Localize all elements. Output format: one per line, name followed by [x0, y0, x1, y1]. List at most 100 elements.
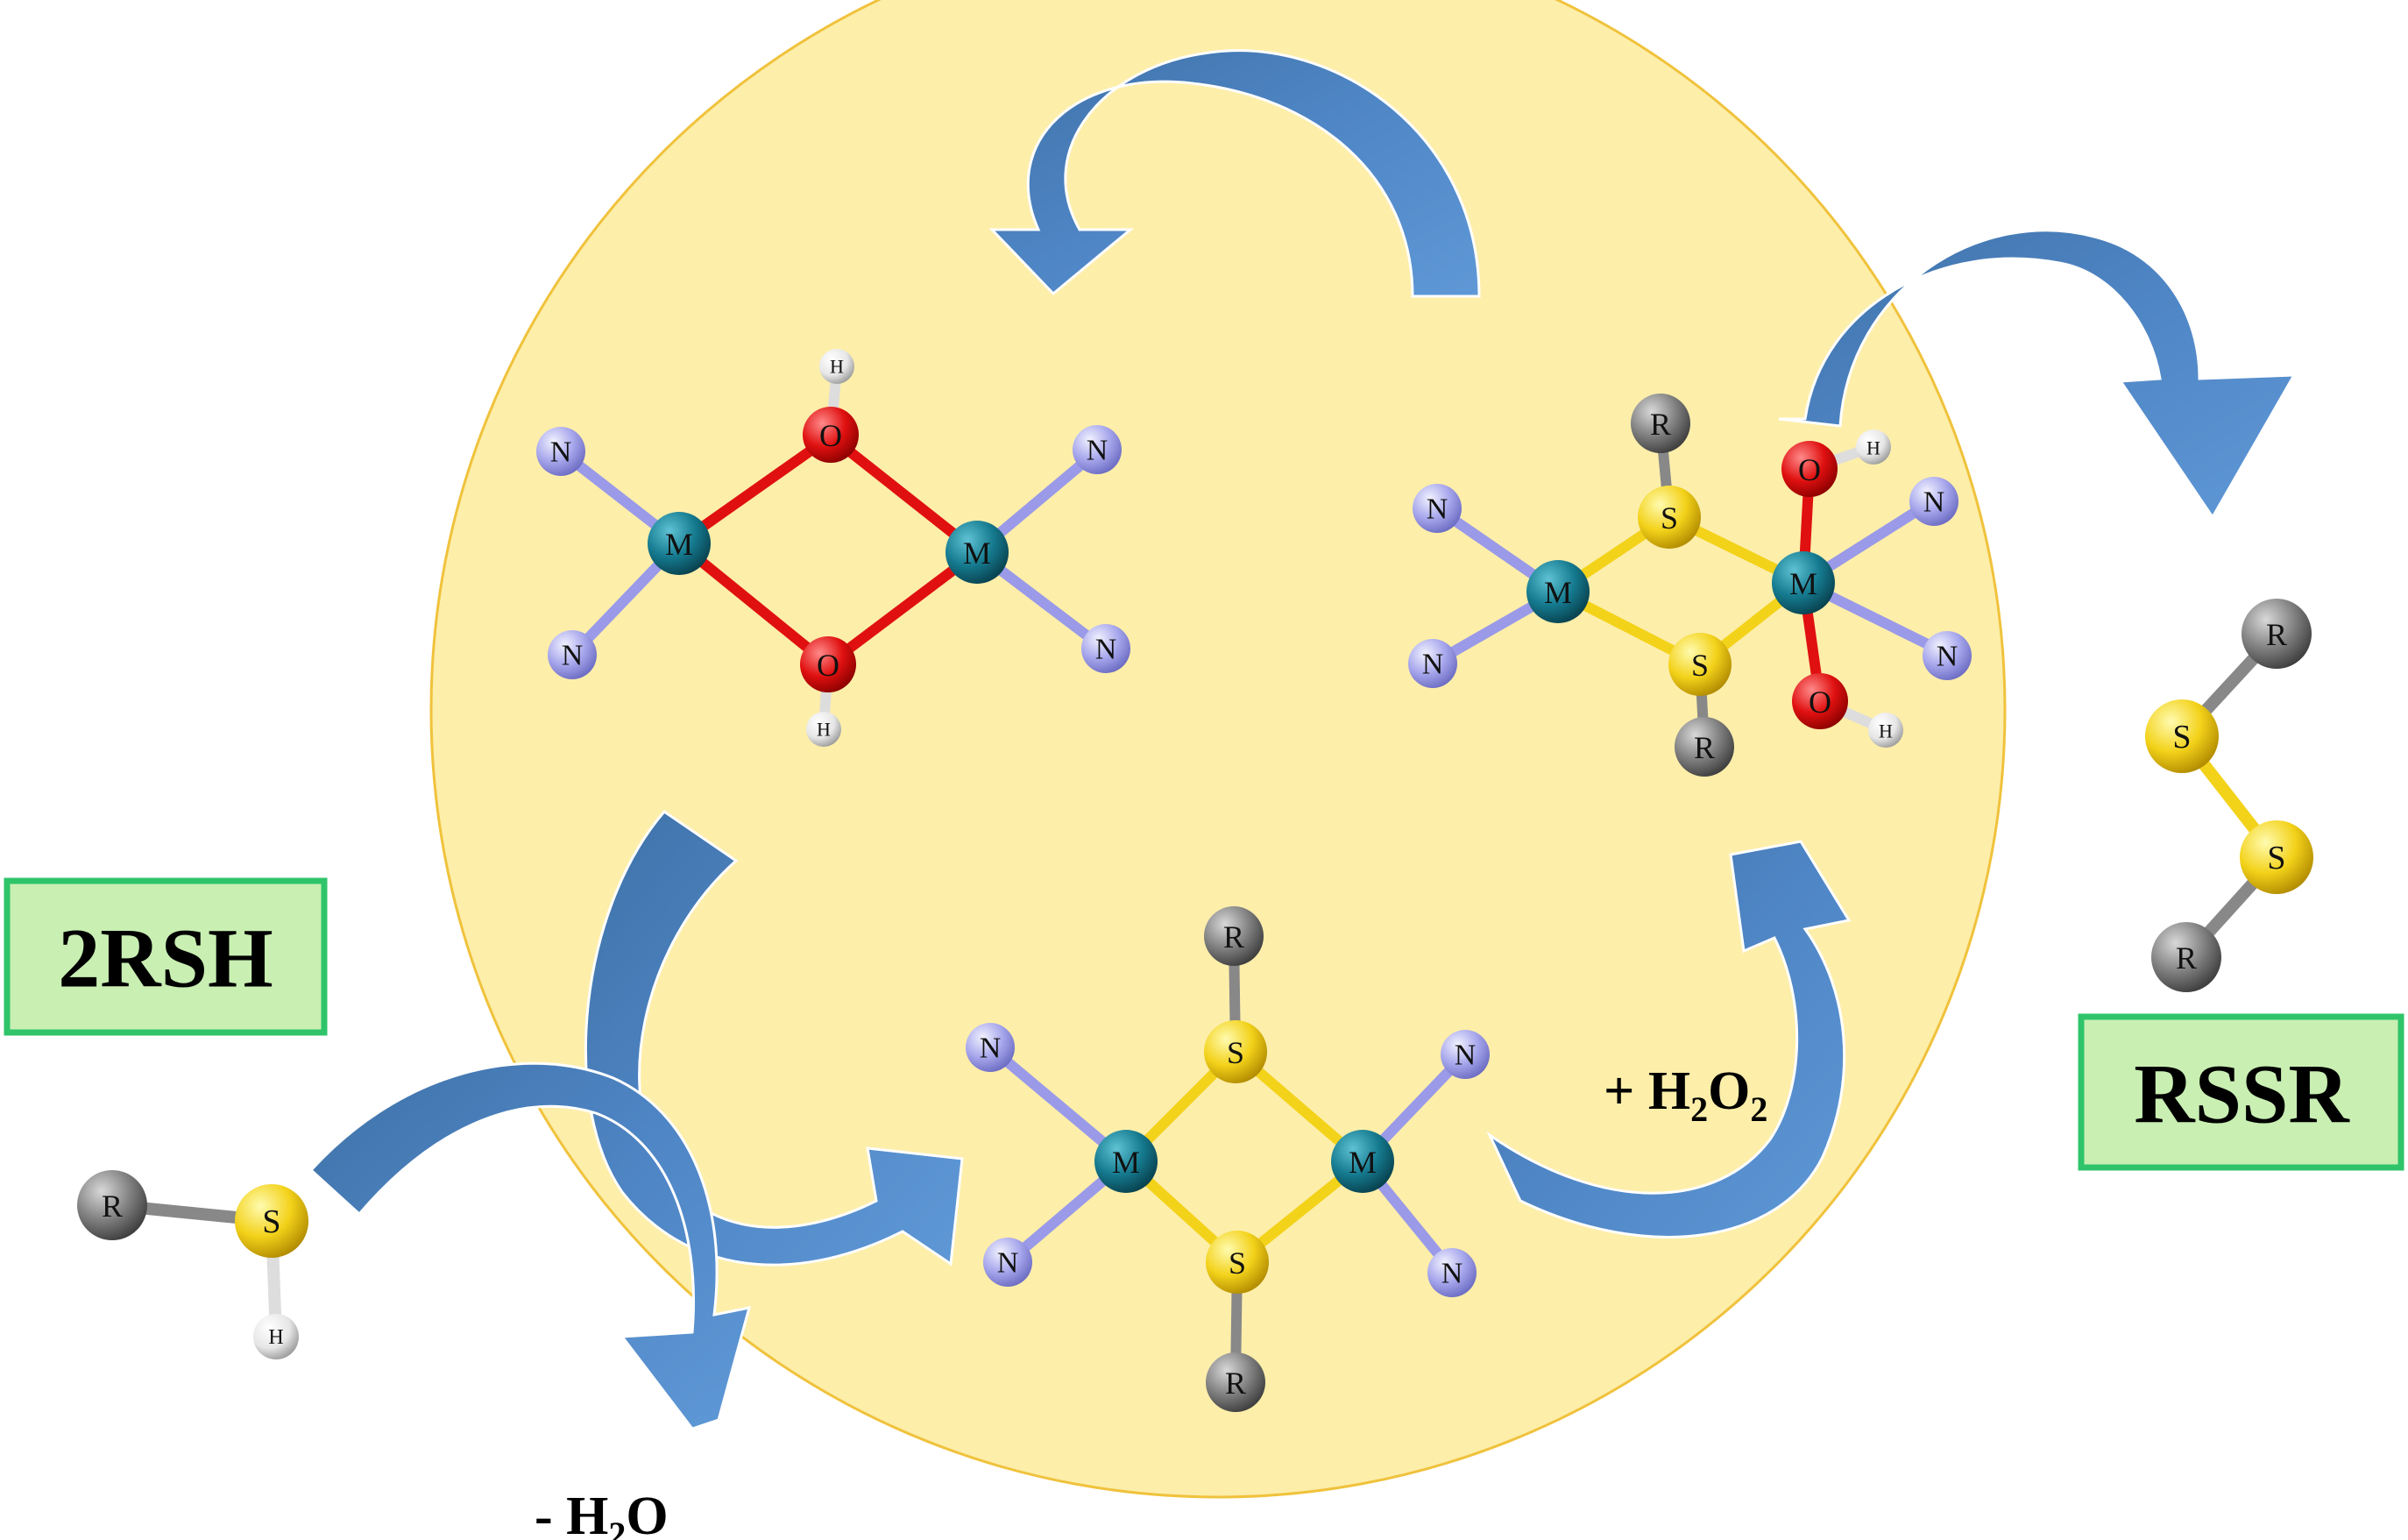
label-n: N	[1095, 634, 1117, 666]
atom-n	[983, 1238, 1032, 1287]
atom-o	[800, 636, 856, 692]
label-s: S	[2267, 840, 2285, 876]
atom-h	[806, 712, 841, 747]
label-r: R	[1223, 919, 1244, 955]
disulfide-molecule: R R S S	[2145, 599, 2313, 992]
atom-s	[2240, 820, 2313, 894]
label-o: O	[1798, 452, 1821, 487]
atoms	[966, 906, 1490, 1412]
atom-labels: H H N N N N O O M M	[550, 356, 1117, 741]
label-r: R	[1650, 407, 1671, 442]
atom-r	[2151, 922, 2221, 992]
atom-s	[1206, 1231, 1269, 1294]
atom-s	[1668, 633, 1732, 696]
atom-labels: N N N N R R H H O O S S M M	[1422, 407, 1958, 765]
label-r: R	[102, 1189, 123, 1224]
label-r: R	[2176, 940, 2197, 976]
atom-m	[1331, 1130, 1394, 1193]
atom-n	[1909, 477, 1958, 526]
label-n: N	[1427, 493, 1448, 526]
label-r: R	[1225, 1366, 1246, 1401]
atom-m	[1772, 551, 1835, 614]
label-n: N	[1441, 1258, 1463, 1290]
label-h: H	[817, 719, 831, 741]
atoms	[1408, 394, 1972, 777]
label-n: N	[1937, 641, 1958, 673]
label-n: N	[1422, 649, 1444, 681]
label-s: S	[262, 1203, 280, 1240]
atom-o	[803, 407, 859, 463]
atom-h	[819, 349, 854, 384]
atom-n	[1923, 631, 1972, 680]
label-n: N	[980, 1033, 1002, 1065]
label-h: H	[830, 356, 844, 378]
atom-n	[548, 630, 597, 679]
label-n: N	[997, 1247, 1019, 1280]
peroxo-activated-dimer: N N N N R R H H O O S S M M	[1408, 394, 1972, 777]
product-release-arrow	[1778, 229, 2297, 520]
product-label-box: RSSR	[2078, 1013, 2404, 1171]
label-n: N	[1087, 435, 1108, 467]
atom-n	[1441, 1030, 1490, 1079]
label-m: M	[963, 536, 991, 571]
label-n: N	[1923, 486, 1945, 519]
label-r: R	[1694, 730, 1715, 765]
reactant-label: 2RSH	[58, 912, 273, 1005]
hydroxo-bridged-dimer: H H N N N N O O M M	[536, 349, 1130, 747]
atom-h	[253, 1314, 299, 1359]
label-m: M	[1544, 575, 1572, 610]
atom-n	[966, 1023, 1015, 1072]
label-n: N	[1455, 1040, 1477, 1072]
atom-n	[1408, 639, 1457, 688]
peroxide-addition-arrow	[1486, 840, 1852, 1238]
atom-n	[1081, 624, 1130, 673]
atom-r	[1631, 394, 1690, 453]
label-s: S	[1229, 1245, 1246, 1281]
atom-h	[1868, 713, 1903, 748]
atom-s	[1638, 486, 1701, 549]
label-s: S	[2172, 719, 2191, 756]
atoms	[536, 349, 1130, 747]
atom-m	[1094, 1130, 1158, 1193]
atom-s	[235, 1184, 308, 1258]
water-loss-label: - H2O	[535, 1487, 669, 1540]
label-m: M	[1789, 566, 1817, 601]
label-s: S	[1227, 1035, 1244, 1070]
atom-labels: N N N N R R S S M M	[980, 919, 1477, 1401]
label-h: H	[1879, 720, 1893, 742]
cycle-arrow-lower-left	[584, 810, 964, 1267]
label-o: O	[817, 648, 839, 683]
atom-n	[536, 427, 585, 476]
atom-m	[945, 521, 1009, 584]
label-h: H	[1866, 437, 1880, 459]
label-r: R	[2266, 617, 2287, 652]
label-m: M	[1349, 1145, 1377, 1180]
peroxide-addition-label: + H2O2	[1604, 1061, 1767, 1129]
atom-n	[1073, 425, 1122, 474]
atom-s	[2145, 699, 2219, 773]
thiolate-bridged-dimer: N N N N R R S S M M	[966, 906, 1490, 1412]
label-o: O	[1809, 685, 1831, 720]
label-m: M	[1112, 1145, 1140, 1180]
atom-r	[2242, 599, 2312, 669]
label-s: S	[1661, 500, 1678, 536]
atom-r	[77, 1170, 147, 1240]
atom-o	[1792, 673, 1848, 729]
label-s: S	[1691, 648, 1709, 683]
label-h: H	[268, 1326, 283, 1349]
atom-m	[648, 512, 711, 575]
atom-o	[1781, 441, 1838, 497]
atom-r	[1204, 906, 1264, 966]
cycle-arrow-top	[988, 49, 1481, 298]
atom-s	[1204, 1020, 1267, 1083]
atom-r	[1206, 1352, 1265, 1412]
product-label: RSSR	[2134, 1047, 2350, 1141]
reactant-label-box: 2RSH	[4, 877, 328, 1036]
label-o: O	[819, 418, 842, 453]
label-n: N	[550, 436, 572, 469]
label-m: M	[665, 527, 693, 562]
thiol-molecule: H R S	[77, 1170, 308, 1359]
atom-r	[1675, 717, 1734, 777]
